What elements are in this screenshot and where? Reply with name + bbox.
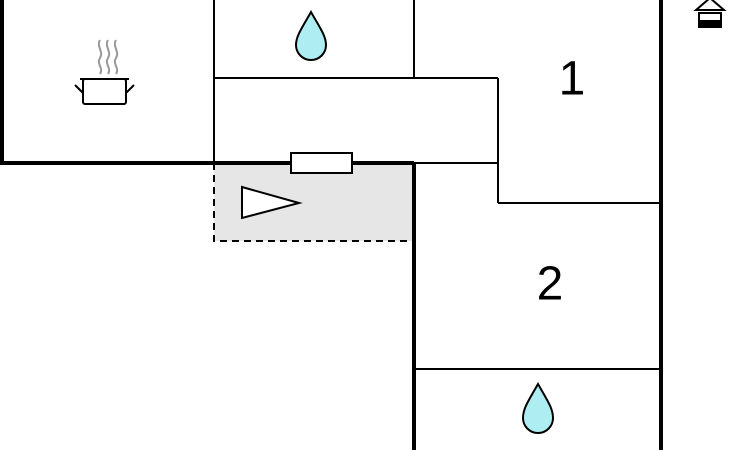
bedroom-2-label: 2 (537, 258, 564, 311)
well-icon (693, 0, 727, 28)
bedroom-1-label: 1 (559, 53, 586, 106)
cooking-pot-icon (74, 39, 135, 105)
exterior-walls (0, 0, 663, 450)
terrace-dashed-outline (213, 163, 414, 242)
internal-walls (213, 0, 661, 370)
water-drop-icon (294, 9, 328, 61)
door-window (290, 152, 353, 174)
entrance-arrow-icon (241, 185, 303, 220)
water-drop-icon (521, 381, 555, 434)
kitchen-exterior-wall (0, 0, 414, 165)
